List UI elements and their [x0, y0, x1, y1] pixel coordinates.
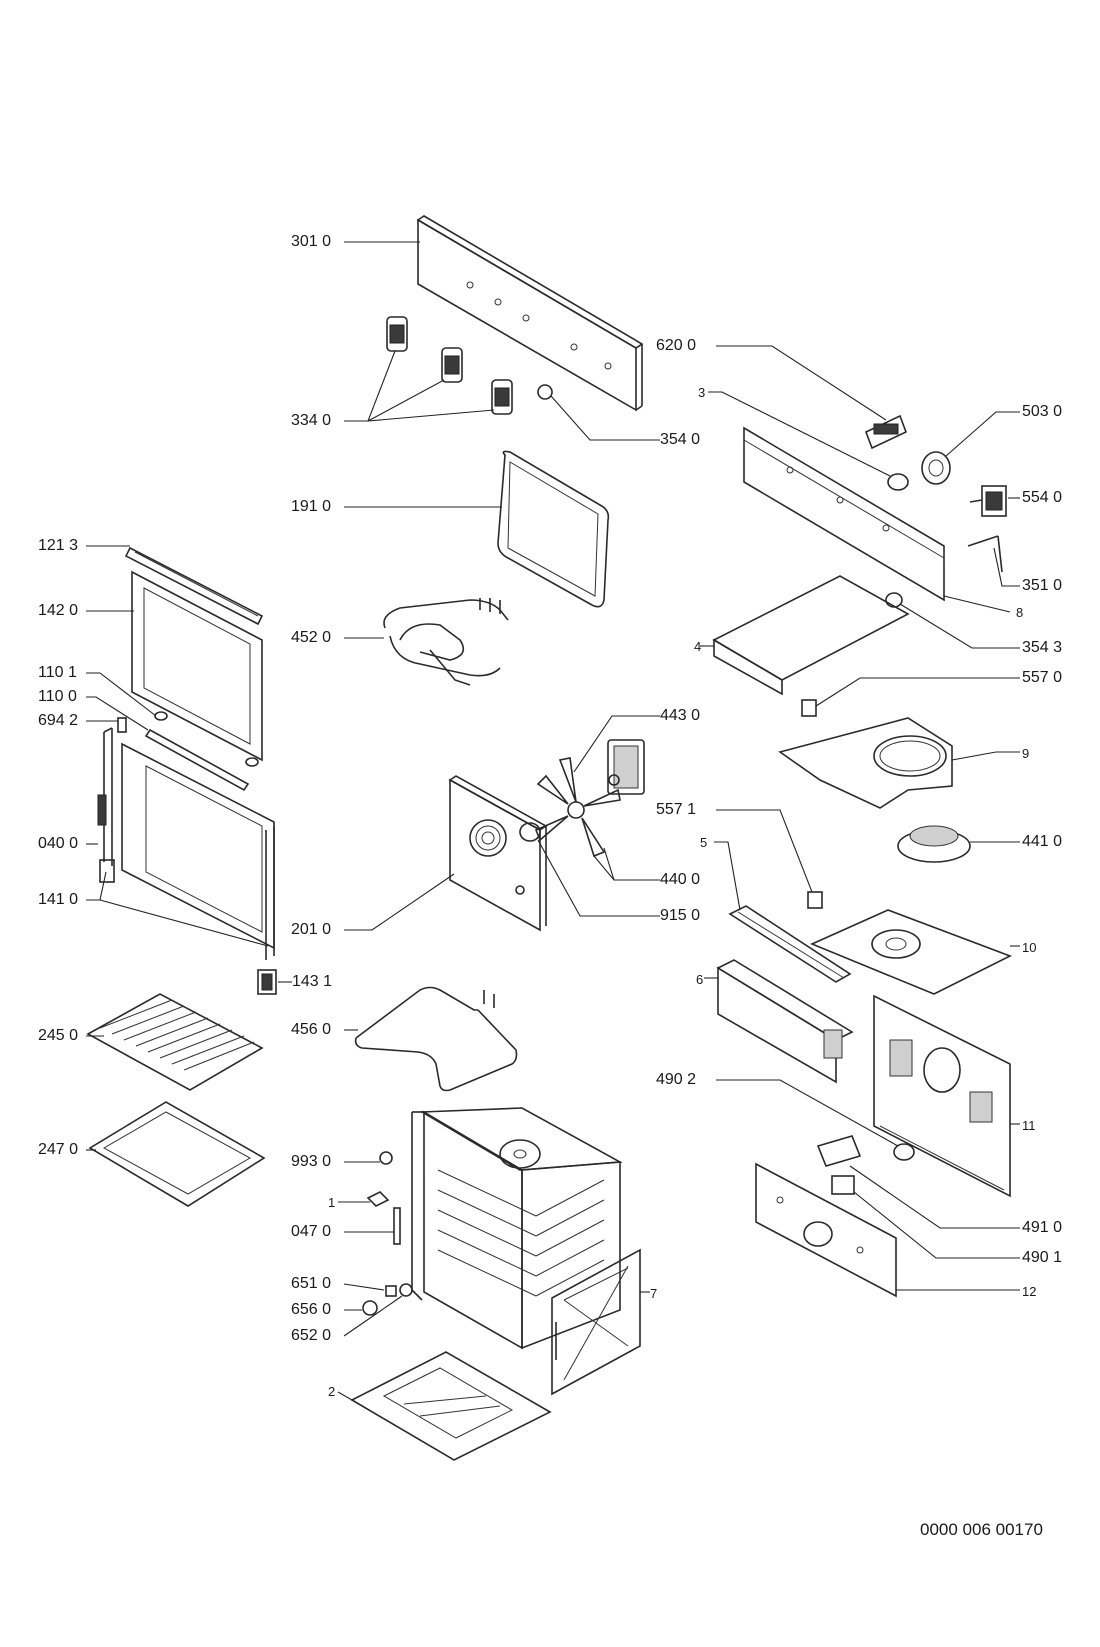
- part-control-bracket-8: [743, 426, 945, 602]
- part-wire-rack-245: [86, 993, 264, 1091]
- label-490-2: 490 2: [656, 1071, 697, 1088]
- label-441-0: 441 0: [1022, 833, 1063, 850]
- label-443-0: 443 0: [660, 707, 701, 724]
- label-121-3: 121 3: [38, 537, 79, 554]
- label-557-0: 557 0: [1022, 669, 1063, 686]
- label-491-0: 491 0: [1022, 1219, 1063, 1236]
- part-channel-5: [728, 905, 852, 983]
- part-back-panel-11: [873, 994, 1011, 1198]
- label-354-0: 354 0: [660, 431, 701, 448]
- label-440-0: 440 0: [660, 871, 701, 888]
- label-110-0: 110 0: [38, 688, 77, 705]
- label-651-0: 651 0: [291, 1275, 332, 1292]
- label-557-1: 557 1: [656, 801, 697, 818]
- part-base-plate-10: [809, 909, 1012, 995]
- part-hinge-143: [257, 969, 277, 995]
- part-terminal-block-620: [864, 414, 908, 450]
- label-554-0: 554 0: [1022, 489, 1063, 506]
- part-hinge-clip-110: [144, 711, 259, 792]
- label-993-0: 993 0: [291, 1153, 332, 1170]
- label-652-0: 652 0: [291, 1327, 332, 1344]
- label-110-1: 110 1: [38, 664, 77, 681]
- label-9: 9: [1022, 746, 1030, 761]
- part-rear-panel-7: [551, 1248, 641, 1396]
- part-knob-354-3: [885, 592, 903, 608]
- part-fan-cover-201: [448, 775, 548, 932]
- part-grill-element-452: [383, 598, 509, 686]
- part-lamp-490-1: [831, 1175, 855, 1195]
- label-10: 10: [1022, 940, 1037, 955]
- label-490-1: 490 1: [1022, 1249, 1063, 1266]
- label-245-0: 245 0: [38, 1027, 79, 1044]
- part-fan-blade-440: [534, 757, 621, 858]
- label-141-0: 141 0: [38, 891, 79, 908]
- label-354-3: 354 3: [1022, 639, 1063, 656]
- part-oven-cavity: [411, 1107, 623, 1350]
- part-knob-354: [537, 384, 553, 400]
- part-switch-491: [816, 1135, 862, 1167]
- document-number: 0000 006 00170: [920, 1520, 1043, 1539]
- label-047-0: 047 0: [291, 1223, 332, 1240]
- part-inner-door-frame: [97, 727, 275, 960]
- label-656-0: 656 0: [291, 1301, 332, 1318]
- part-control-panel-301: [416, 215, 644, 412]
- part-door-trim-121: [124, 546, 264, 626]
- label-1: 1: [328, 1195, 336, 1210]
- label-142-0: 142 0: [38, 602, 79, 619]
- part-front-plate-12: [755, 1162, 897, 1298]
- part-bracket-6: [716, 959, 854, 1084]
- part-thermostat-554: [969, 485, 1007, 517]
- part-baking-tray-247: [88, 1101, 266, 1207]
- part-bottom-plate-2: [350, 1351, 552, 1461]
- label-301-0: 301 0: [291, 233, 332, 250]
- label-8: 8: [1016, 605, 1024, 620]
- part-plate-4: [712, 575, 910, 696]
- label-694-2: 694 2: [38, 712, 79, 729]
- part-gasket-191: [497, 450, 610, 608]
- label-040-0: 040 0: [38, 835, 79, 852]
- part-lamp-490-2: [893, 1143, 915, 1161]
- part-timer-knob-503: [921, 451, 951, 485]
- label-4: 4: [694, 639, 702, 654]
- part-fan-441: [897, 825, 971, 863]
- part-heating-element-456: [354, 986, 518, 1092]
- part-bracket-694: [117, 717, 127, 733]
- label-620-0: 620 0: [656, 337, 697, 354]
- label-452-0: 452 0: [291, 629, 332, 646]
- label-3: 3: [698, 385, 706, 400]
- part-fan-housing-9: [778, 717, 953, 809]
- part-bushing-915: [519, 822, 541, 842]
- label-915-0: 915 0: [660, 907, 701, 924]
- label-7: 7: [650, 1286, 658, 1301]
- part-outer-glass-142: [131, 570, 263, 762]
- label-247-0: 247 0: [38, 1141, 79, 1158]
- part-thermal-cutout-557: [801, 699, 817, 717]
- part-small-hardware: [362, 1151, 413, 1316]
- part-probe-351: [967, 535, 1003, 573]
- label-351-0: 351 0: [1022, 577, 1063, 594]
- part-fan-motor-443: [607, 739, 645, 795]
- label-5: 5: [700, 835, 708, 850]
- label-143-1: 143 1: [292, 973, 333, 990]
- part-knob-3: [887, 473, 909, 491]
- label-503-0: 503 0: [1022, 403, 1063, 420]
- label-12: 12: [1022, 1284, 1037, 1299]
- label-2: 2: [328, 1384, 336, 1399]
- label-11: 11: [1022, 1118, 1036, 1133]
- label-334-0: 334 0: [291, 412, 332, 429]
- label-6: 6: [696, 972, 704, 987]
- label-191-0: 191 0: [291, 498, 332, 515]
- label-456-0: 456 0: [291, 1021, 332, 1038]
- part-knobs-334: [386, 316, 513, 415]
- label-201-0: 201 0: [291, 921, 332, 938]
- part-thermal-cutout-557-1: [807, 891, 823, 909]
